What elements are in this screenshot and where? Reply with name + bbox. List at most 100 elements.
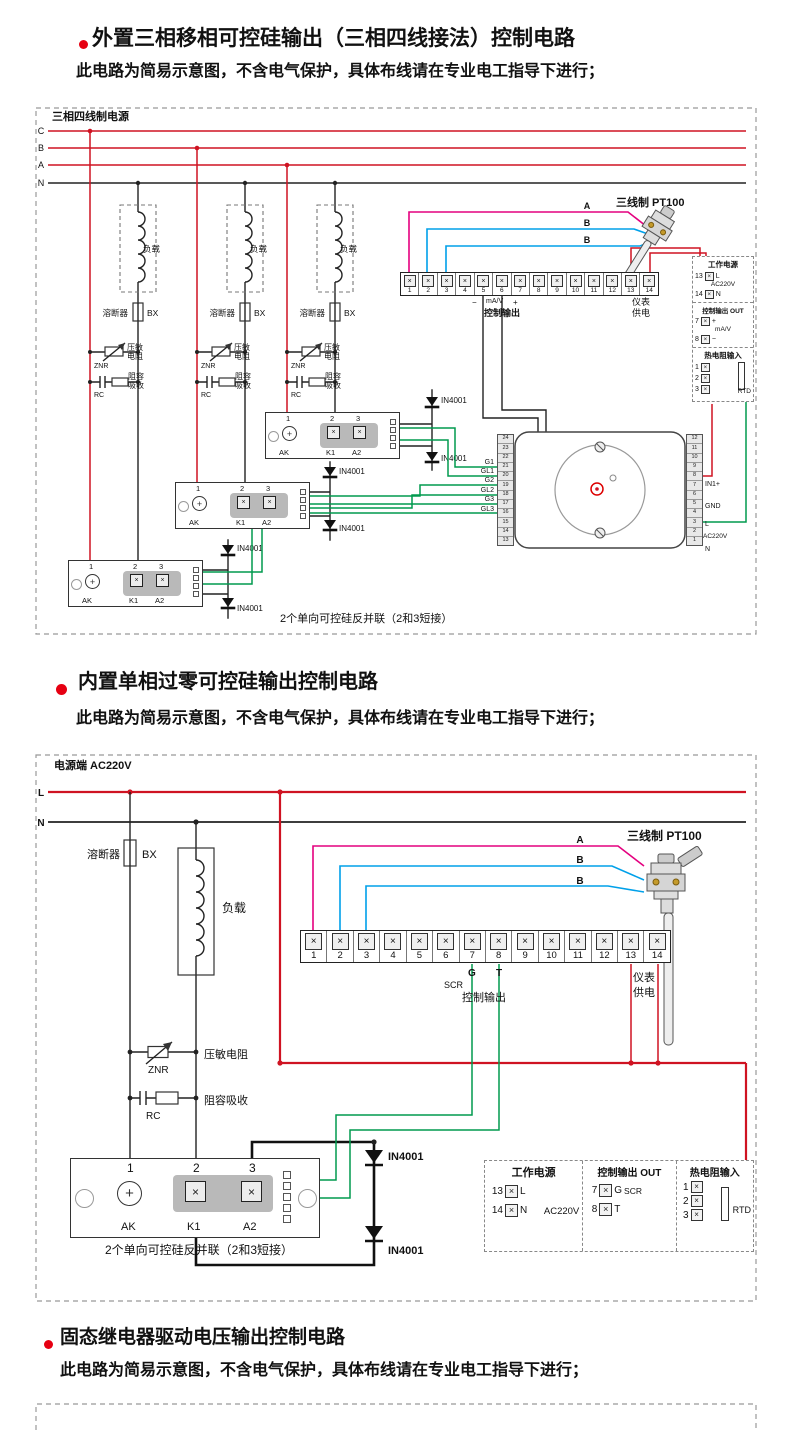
- load-label-2: 负载: [250, 244, 268, 254]
- g-label: G: [614, 1185, 623, 1196]
- s2-dashed-frame: [35, 754, 757, 1302]
- terminal-cell: 7: [460, 931, 486, 962]
- polarity-minus: −: [472, 298, 477, 307]
- terminal-label: A2: [352, 447, 362, 457]
- terminal-number: 8: [695, 336, 699, 343]
- controller-terminal: 3: [687, 518, 702, 528]
- terminal-icon: [690, 1209, 703, 1221]
- s1-sensor-wires: A B B: [408, 201, 747, 523]
- terminal-icon: [690, 1195, 703, 1207]
- indicator-terminals: [193, 567, 199, 597]
- controller-terminal: 9: [687, 463, 702, 472]
- controller-terminal: 15: [498, 518, 513, 528]
- n-label: N: [715, 291, 721, 298]
- terminal-a2: [241, 1181, 262, 1202]
- scr-module-b: 1 2 3 AK K1 A2: [175, 482, 310, 529]
- terminal-number: 8: [591, 1204, 598, 1215]
- terminal-icon: [599, 1203, 613, 1216]
- wire-b-label: B: [584, 235, 591, 245]
- terminal-number: 3: [695, 386, 699, 393]
- terminal-cell: 14: [640, 273, 657, 295]
- terminal-label: AK: [279, 447, 290, 457]
- rc-code: RC: [201, 392, 211, 399]
- rc-label: 阻容: [325, 371, 341, 381]
- terminal-cell: 13: [622, 273, 641, 295]
- terminal-k1: [237, 496, 250, 509]
- meter-supply-label: 仪表: [632, 297, 651, 307]
- mounting-hole: [298, 1189, 317, 1208]
- pt100-label: 三线制 PT100: [616, 197, 685, 209]
- rc-label: 吸收: [325, 380, 341, 390]
- t-label: T: [614, 1204, 621, 1215]
- phase-c-label: C: [38, 126, 45, 136]
- znr-label: 电阻: [234, 351, 250, 361]
- bullet-icon: [44, 1340, 53, 1349]
- terminal-k1: [327, 426, 340, 439]
- controller-terminal: 8: [687, 472, 702, 482]
- znr-label: 压敏: [127, 342, 143, 352]
- rc-code: RC: [291, 392, 301, 399]
- terminal-icon: [505, 1204, 518, 1217]
- znr-code: ZNR: [148, 1065, 169, 1076]
- meter-supply-label: 供电: [633, 987, 655, 999]
- terminal-cell: 3: [354, 931, 381, 962]
- terminal-icon: [700, 335, 710, 344]
- s1-load-branches: 负载 负载 负载 溶断器 BX 溶断器 BX 溶断器 BX: [102, 180, 358, 566]
- controller-terminal: 10: [687, 454, 702, 463]
- terminal-number: 2: [240, 484, 245, 493]
- s2-note: 2个单向可控硅反并联（2和3短接）: [105, 1243, 294, 1257]
- fuse-label-1: 溶断器: [102, 308, 128, 318]
- diode-label: IN4001: [388, 1151, 423, 1163]
- panel-output-section: 控制输出 OUT 7GSCR 8T: [582, 1161, 675, 1251]
- fuse-code-1: BX: [147, 308, 159, 318]
- s2-fuse-load: 溶断器 BX 负载: [87, 792, 246, 1158]
- phase-b-label: B: [38, 143, 44, 153]
- terminal-number: 2: [695, 375, 699, 382]
- terminal-number: 13: [491, 1186, 503, 1197]
- mounting-hole: [178, 501, 189, 512]
- polarity-plus: +: [711, 318, 716, 325]
- scr-module-a: 1 2 3 AK K1 A2: [265, 412, 400, 459]
- mounting-hole: [71, 579, 82, 590]
- terminal-a2: [353, 426, 366, 439]
- terminal-number: 2: [683, 1195, 689, 1207]
- s1-connection-panel: 工作电源 13L AC220V 14N 控制输出 OUT 7+ mA/V 8− …: [692, 256, 754, 402]
- terminal-number: 2: [330, 414, 335, 423]
- mav-label: mA/V: [715, 326, 731, 333]
- rtd-label: RTD: [737, 387, 751, 395]
- terminal-label: A2: [155, 595, 165, 605]
- controller-terminal: 1: [692, 537, 697, 544]
- panel-output-title: 控制输出 OUT: [597, 1168, 662, 1179]
- phase-a-label: A: [38, 160, 44, 170]
- s3-title: 固态继电器驱动电压输出控制电路: [60, 1327, 346, 1348]
- terminal-icon: [690, 1181, 703, 1193]
- gate-label: G1: [485, 459, 494, 466]
- s2-connection-panel: 工作电源 13L 14N AC220V 控制输出 OUT 7GSCR 8T 热电…: [484, 1160, 754, 1252]
- s2-subtitle: 此电路为简易示意图，不含电气保护，具体布线请在专业电工指导下进行；: [76, 710, 605, 727]
- panel-rtd-title: 热电阻输入: [704, 351, 742, 360]
- control-output-label: 控制输出: [462, 992, 506, 1004]
- terminal-number: 14: [695, 291, 703, 298]
- diode-label: IN4001: [339, 524, 365, 533]
- rtd-symbol: [721, 1187, 729, 1221]
- terminal-ak: [117, 1181, 142, 1206]
- terminal-icon: [700, 374, 710, 383]
- terminal-number: 1: [89, 562, 94, 571]
- terminal-cell: 12: [592, 931, 619, 962]
- s1-pt100-probe: [619, 205, 676, 287]
- terminal-cell: 14: [644, 931, 669, 962]
- n-label: N: [520, 1205, 528, 1216]
- controller-terminal: 12: [687, 435, 702, 445]
- scr-module: 1 2 3 AK K1 A2: [70, 1158, 320, 1238]
- terminal-label: K1: [187, 1221, 201, 1233]
- terminal-label: AK: [189, 517, 200, 527]
- terminal-cell: 9: [548, 273, 567, 295]
- terminal-icon: [505, 1185, 518, 1198]
- wire-a-label: A: [584, 201, 591, 211]
- s1-power-source-label: 三相四线制电源: [52, 111, 129, 123]
- load-label: 负载: [222, 901, 246, 915]
- wire-a-label: A: [576, 835, 583, 846]
- s2-meter-supply-wires: [277, 792, 748, 1160]
- terminal-cell: 8: [486, 931, 513, 962]
